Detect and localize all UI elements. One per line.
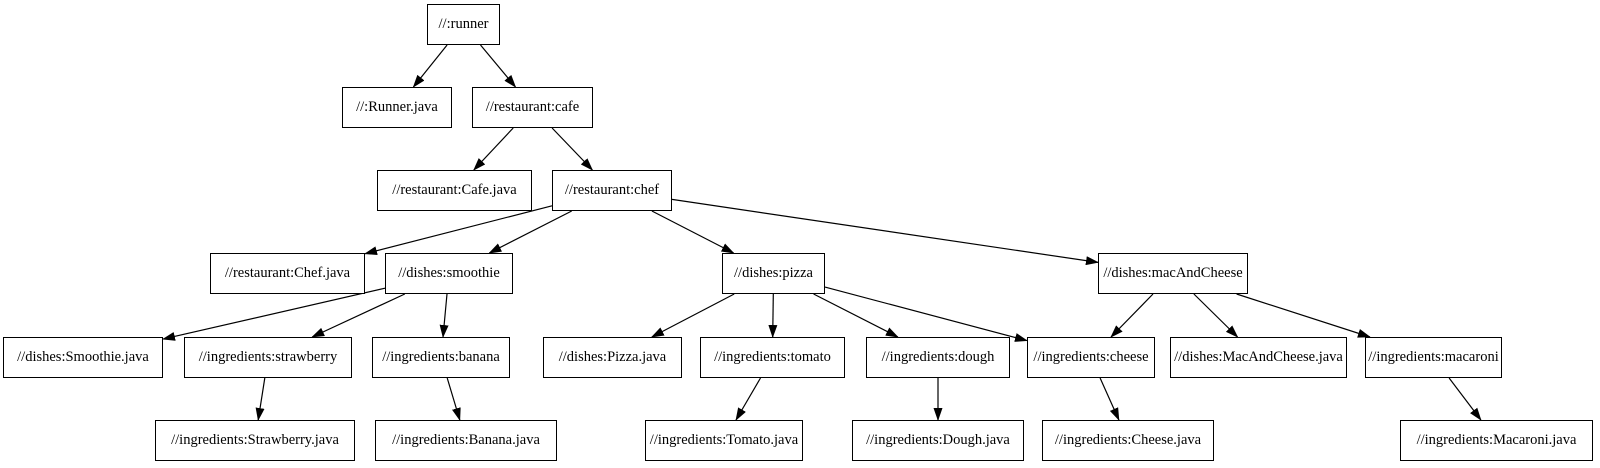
graph-node-pizza-java: //dishes:Pizza.java [543,337,682,378]
edge-pizza-to-dough [813,293,899,338]
graph-node-smoothie: //dishes:smoothie [385,253,513,294]
edge-cheese-to-cheese-java [1099,377,1120,421]
graph-node-cafe-java: //restaurant:Cafe.java [377,170,532,211]
edge-mac-and-cheese-to-macaroni [1236,293,1371,338]
edge-chef-to-chef-java [364,205,553,256]
edge-mac-and-cheese-to-cheese [1110,293,1154,338]
edge-mac-and-cheese-to-mac-and-cheese-java [1193,293,1239,338]
graph-node-chef: //restaurant:chef [552,170,672,211]
graph-node-mac-and-cheese: //dishes:macAndCheese [1098,253,1248,294]
edge-runner-to-runner-java [412,44,448,88]
edge-smoothie-to-banana [439,293,449,338]
graph-node-pizza: //dishes:pizza [722,253,825,294]
edge-macaroni-to-macaroni-java [1448,377,1482,421]
graph-node-banana-java: //ingredients:Banana.java [375,420,557,461]
graph-node-cafe: //restaurant:cafe [472,87,593,128]
edge-banana-to-banana-java [446,377,461,421]
graph-node-mac-and-cheese-java: //dishes:MacAndCheese.java [1170,337,1347,378]
edge-cafe-to-chef [551,127,594,171]
graph-node-chef-java: //restaurant:Chef.java [210,253,365,294]
edge-chef-to-smoothie [488,210,572,254]
graph-node-runner: //:runner [427,4,500,45]
edge-cafe-to-cafe-java [473,127,514,171]
graph-node-runner-java: //:Runner.java [342,87,452,128]
graph-node-cheese: //ingredients:cheese [1027,337,1155,378]
graph-node-cheese-java: //ingredients:Cheese.java [1042,420,1214,461]
graph-node-tomato-java: //ingredients:Tomato.java [645,420,803,461]
edge-strawberry-to-strawberry-java [255,377,266,421]
edge-pizza-to-tomato [768,293,778,338]
edge-chef-to-pizza [651,210,735,254]
edge-chef-to-mac-and-cheese [671,198,1099,266]
edge-smoothie-to-smoothie-java [162,287,386,341]
graph-node-tomato: //ingredients:tomato [700,337,845,378]
graph-node-banana: //ingredients:banana [372,337,510,378]
edge-pizza-to-cheese [824,286,1028,342]
graph-node-dough: //ingredients:dough [866,337,1010,378]
edge-pizza-to-pizza-java [650,293,735,338]
graph-node-dough-java: //ingredients:Dough.java [852,420,1024,461]
graph-node-smoothie-java: //dishes:Smoothie.java [3,337,163,378]
graph-node-strawberry: //ingredients:strawberry [184,337,352,378]
edge-runner-to-cafe [480,44,517,88]
graph-node-strawberry-java: //ingredients:Strawberry.java [155,420,355,461]
edge-tomato-to-tomato-java [735,377,762,421]
graph-node-macaroni: //ingredients:macaroni [1365,337,1502,378]
edge-smoothie-to-strawberry [311,293,406,338]
graph-node-macaroni-java: //ingredients:Macaroni.java [1400,420,1593,461]
